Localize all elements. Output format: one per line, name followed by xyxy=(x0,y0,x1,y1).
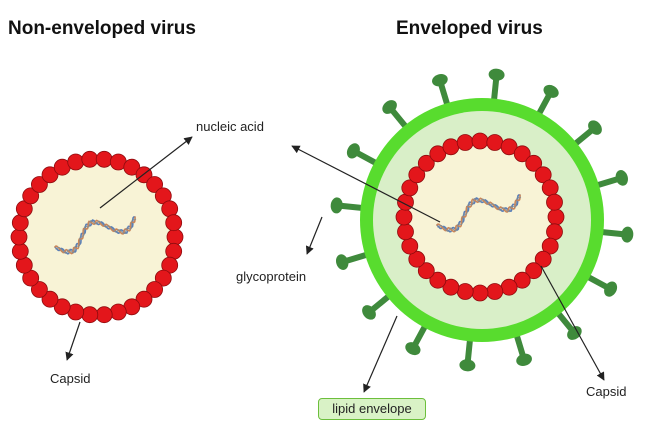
capsomere xyxy=(166,228,184,246)
capsomere xyxy=(395,208,413,226)
capsomere xyxy=(546,223,563,241)
capsomere xyxy=(471,132,489,150)
helix-strand xyxy=(54,216,136,255)
capsomere xyxy=(31,176,48,193)
capsomere xyxy=(417,154,435,172)
capsomere xyxy=(401,179,419,197)
capsomere xyxy=(165,242,183,260)
capsomere xyxy=(500,278,518,296)
helix-strand xyxy=(436,194,521,233)
capsomere xyxy=(81,150,99,168)
capsomere xyxy=(11,214,29,232)
capsomere xyxy=(408,250,426,268)
glycoprotein-spike-head xyxy=(336,254,349,270)
glycoprotein-spike-head xyxy=(516,353,532,366)
capsomere xyxy=(442,278,460,296)
glycoprotein-spike-head xyxy=(488,68,505,81)
capsomere xyxy=(513,145,531,163)
glycoprotein-spike-head xyxy=(432,74,448,87)
capsomere xyxy=(67,153,85,171)
glycoprotein-spike-head xyxy=(567,326,582,340)
capsomere xyxy=(525,262,543,280)
enveloped-capsid-interior xyxy=(408,145,552,289)
enveloped-capsid xyxy=(395,132,565,302)
nucleic-acid-strand-right xyxy=(436,194,522,233)
capsomere xyxy=(486,134,504,151)
glycoprotein-spike-head xyxy=(362,305,376,320)
label-capsid-left: Capsid xyxy=(50,371,91,386)
glycoprotein-spike-head xyxy=(615,170,628,186)
non-enveloped-capsid-interior xyxy=(24,164,170,310)
capsomere xyxy=(429,271,447,289)
capsomere xyxy=(123,158,141,176)
capsomere xyxy=(456,134,474,151)
arrow-glycoprotein xyxy=(305,216,323,255)
capsomere xyxy=(546,193,563,211)
title-enveloped: Enveloped virus xyxy=(396,18,543,39)
glycoprotein-spike-head xyxy=(604,281,618,297)
capsomere xyxy=(146,176,164,193)
capsomere xyxy=(471,284,489,302)
capsomere xyxy=(146,281,164,298)
label-lipid-envelope: lipid envelope xyxy=(318,398,426,420)
capsomere xyxy=(417,262,435,280)
capsomere xyxy=(429,145,447,163)
capsomere xyxy=(41,166,59,184)
glycoprotein-spike-head xyxy=(405,342,421,356)
capsomere xyxy=(456,283,474,300)
arrow-capsid-left xyxy=(65,321,81,361)
glycoprotein-spike-head xyxy=(382,100,397,114)
capsomere xyxy=(95,306,113,324)
arrow-nucleic-acid-right xyxy=(291,145,441,223)
nucleic-acid-strand-left xyxy=(54,216,137,255)
capsomere xyxy=(534,166,552,184)
capsomere xyxy=(31,281,48,298)
capsomere xyxy=(95,150,113,168)
capsomere xyxy=(486,283,504,300)
label-glycoprotein: glycoprotein xyxy=(236,269,307,284)
capsomere xyxy=(10,228,28,246)
capsomere xyxy=(547,208,565,226)
arrow-lipid-envelope xyxy=(363,315,398,393)
capsomere xyxy=(161,200,179,218)
capsomere xyxy=(11,242,29,260)
capsomere xyxy=(22,187,40,205)
capsomere xyxy=(500,138,518,156)
capsomere xyxy=(541,237,559,255)
capsomere xyxy=(541,179,559,197)
capsomere xyxy=(165,214,183,232)
capsomere xyxy=(442,138,460,156)
capsomere xyxy=(81,306,99,324)
arrow-nucleic-acid-left xyxy=(99,136,193,209)
capsomere xyxy=(154,269,172,287)
capsomere xyxy=(401,237,419,255)
glycoprotein-spike-head xyxy=(330,197,343,214)
glycoprotein-spike-head xyxy=(621,226,634,243)
title-non-enveloped: Non-enveloped virus xyxy=(8,18,196,39)
capsomere xyxy=(109,303,127,321)
capsomere xyxy=(41,290,59,308)
non-enveloped-capsid xyxy=(10,150,184,324)
glycoprotein-spike-head xyxy=(543,84,559,98)
capsomere xyxy=(53,298,71,316)
glycoprotein-spike-head xyxy=(459,359,476,372)
capsomere xyxy=(408,166,426,184)
glycoprotein-spike-head xyxy=(346,143,360,159)
label-capsid-right: Capsid xyxy=(586,384,627,399)
capsomere xyxy=(513,271,531,289)
capsomere xyxy=(135,290,153,308)
arrow-capsid-right xyxy=(540,265,605,381)
glycoprotein-spike-head xyxy=(588,120,602,135)
capsomere xyxy=(525,154,543,172)
capsomere xyxy=(15,256,33,274)
helix-strand xyxy=(437,196,522,232)
label-nucleic-acid: nucleic acid xyxy=(196,119,264,134)
capsomere xyxy=(534,250,552,268)
capsomere xyxy=(397,223,414,241)
helix-strand xyxy=(55,218,137,254)
